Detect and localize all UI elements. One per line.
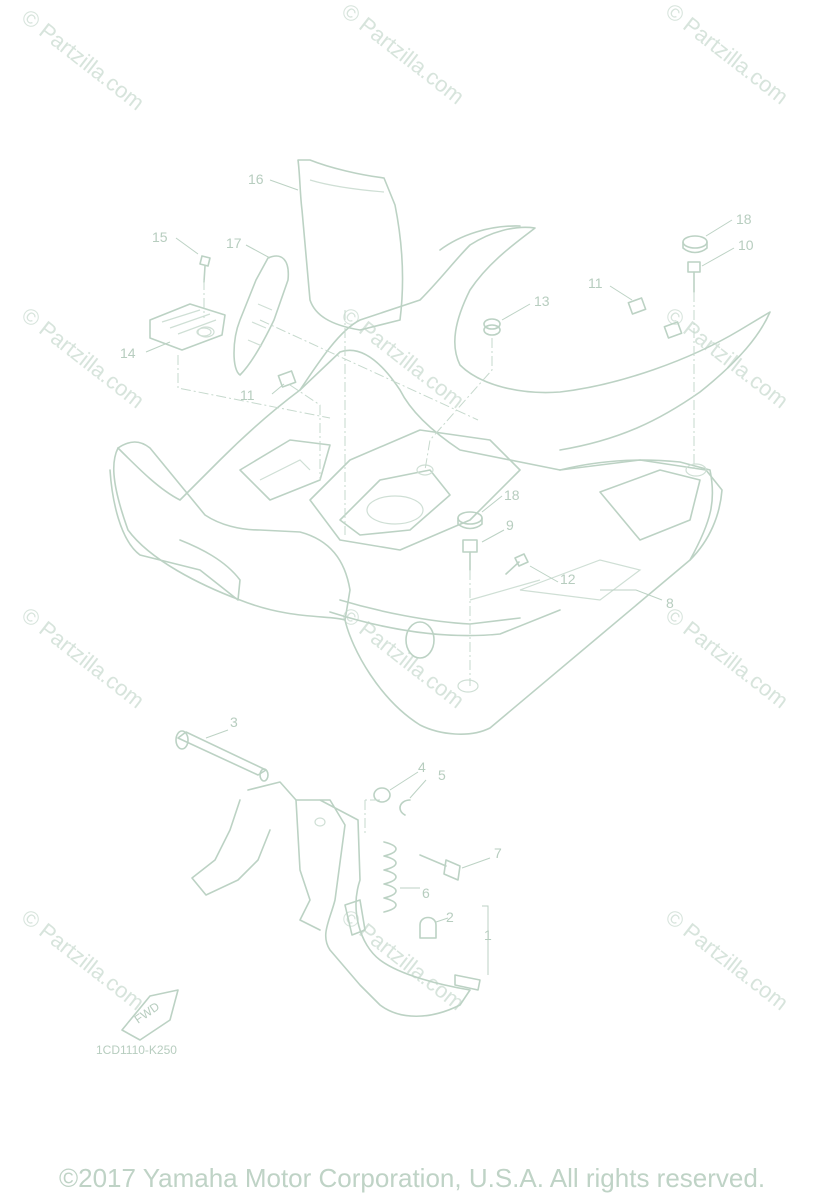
watermark: © Partzilla.com bbox=[17, 4, 149, 115]
callout-14: 14 bbox=[120, 345, 136, 361]
watermark: © Partzilla.com bbox=[337, 602, 469, 713]
watermark: © Partzilla.com bbox=[661, 0, 793, 109]
callout-7: 7 bbox=[494, 845, 502, 861]
fasteners bbox=[199, 235, 708, 575]
callout-15: 15 bbox=[152, 229, 168, 245]
assembly-lines bbox=[177, 280, 695, 835]
callout-13: 13 bbox=[534, 293, 550, 309]
watermark: © Partzilla.com bbox=[17, 602, 149, 713]
callout-18-top: 18 bbox=[736, 211, 752, 227]
callout-11-right: 11 bbox=[588, 275, 603, 291]
callout-4: 4 bbox=[418, 759, 426, 775]
callout-10: 10 bbox=[738, 237, 754, 253]
callout-16: 16 bbox=[248, 171, 264, 187]
callout-6: 6 bbox=[422, 885, 430, 901]
watermark: © Partzilla.com bbox=[661, 302, 793, 413]
callout-5: 5 bbox=[438, 767, 446, 783]
callout-2: 2 bbox=[446, 909, 454, 925]
callout-17: 17 bbox=[226, 235, 242, 251]
callout-9: 9 bbox=[506, 517, 514, 533]
copyright-notice: ©2017 Yamaha Motor Corporation, U.S.A. A… bbox=[59, 1163, 765, 1193]
footboard-drawing bbox=[109, 225, 771, 735]
callout-leaders bbox=[145, 179, 735, 975]
leg-shield-drawing bbox=[297, 159, 404, 331]
callout-12: 12 bbox=[560, 571, 576, 587]
diagram-code: 1CD1110-K250 bbox=[96, 1043, 177, 1057]
callout-18-center: 18 bbox=[504, 487, 520, 503]
watermark: © Partzilla.com bbox=[337, 0, 469, 109]
callout-3: 3 bbox=[230, 714, 238, 730]
watermark: © Partzilla.com bbox=[661, 904, 793, 1015]
watermark-layer: © Partzilla.com © Partzilla.com © Partzi… bbox=[17, 0, 793, 1015]
watermark: © Partzilla.com bbox=[661, 602, 793, 713]
centre-stand-drawing bbox=[175, 730, 481, 1018]
cover-drawing bbox=[149, 303, 226, 351]
callout-8: 8 bbox=[666, 595, 674, 611]
callout-1: 1 bbox=[484, 927, 492, 943]
inner-panel-drawing bbox=[233, 255, 290, 376]
watermark: © Partzilla.com bbox=[17, 904, 149, 1015]
callout-numbers: 1 2 3 4 5 6 7 8 9 10 11 11 12 13 14 15 1… bbox=[120, 171, 754, 943]
callout-11-left: 11 bbox=[240, 387, 255, 403]
